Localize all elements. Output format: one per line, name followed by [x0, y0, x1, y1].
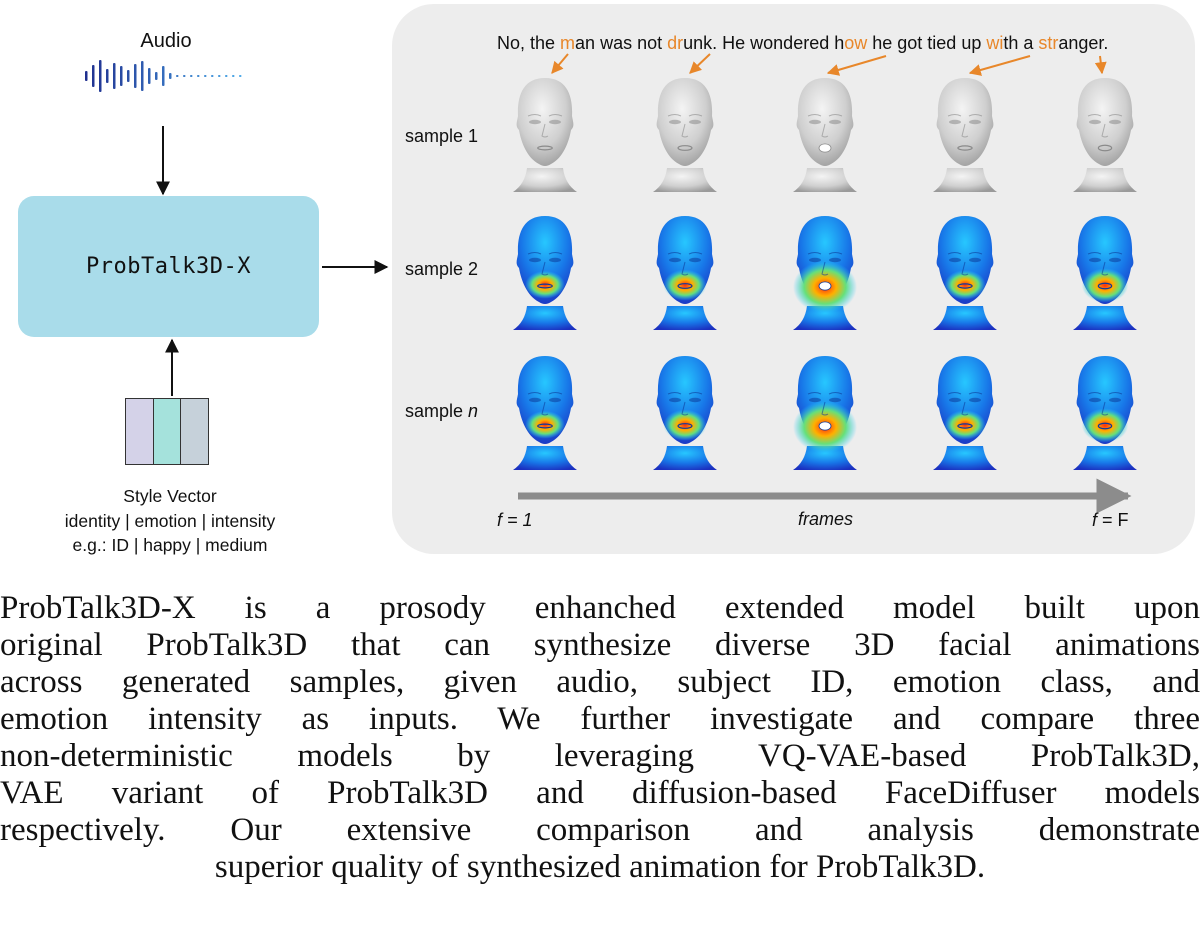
style-cell-identity — [126, 399, 154, 464]
phoneme-arrow — [1094, 55, 1107, 75]
waveform-bar — [92, 65, 95, 87]
waveform-bar — [120, 66, 123, 86]
highlighted-phoneme: str — [1038, 33, 1059, 53]
style-vector-fields: identity | emotion | intensity — [64, 510, 276, 531]
frame-end-label: f = F — [1092, 510, 1129, 531]
waveform-bar — [183, 75, 186, 77]
frames-label: frames — [798, 509, 854, 529]
caption-line: ProbTalk3D-X is a prosody enhanched exte… — [0, 590, 1200, 626]
waveform-bar — [106, 69, 109, 83]
style-cell-emotion — [153, 399, 182, 464]
neutral-face-render — [513, 78, 577, 192]
waveform-bar — [85, 71, 88, 81]
transcript-sentence: No, the man was not drunk. He wondered h… — [497, 33, 1167, 54]
style-vector-title: Style Vector — [123, 486, 217, 506]
neutral-face-render — [793, 78, 857, 192]
waveform-bar — [148, 68, 151, 84]
sentence-segment: anger. — [1058, 33, 1109, 53]
waveform-bar — [141, 61, 144, 91]
waveform-bar — [232, 75, 235, 77]
heatmap-face-render — [1073, 216, 1137, 330]
waveform-bar — [127, 70, 130, 82]
row-label-italic: n — [468, 401, 479, 421]
heatmap-face-render — [653, 356, 717, 470]
waveform-bar — [204, 75, 207, 77]
style-vector-example: e.g.: ID | happy | medium — [72, 535, 268, 555]
heatmap-face-render — [1073, 356, 1137, 470]
caption-line: respectively. Our extensive comparison a… — [0, 812, 1200, 848]
phoneme-arrow — [689, 53, 711, 74]
caption-line: emotion intensity as inputs. We further … — [0, 701, 1200, 737]
highlighted-phoneme: wi — [986, 33, 1004, 53]
style-vector-block — [125, 398, 209, 465]
waveform-bar — [99, 60, 102, 92]
highlighted-phoneme: dr — [667, 33, 684, 53]
heatmap-face-render — [793, 216, 857, 330]
heatmap-face-render — [653, 216, 717, 330]
caption-line: across generated samples, given audio, s… — [0, 664, 1200, 700]
audio-waveform-icon — [85, 60, 242, 92]
heatmap-face-render — [793, 356, 857, 470]
heatmap-face-render — [513, 216, 577, 330]
row-label-sample-n: sample n — [405, 401, 505, 422]
phoneme-arrow — [551, 53, 569, 74]
style-vector-text: Style Vector identity | emotion | intens… — [20, 484, 320, 558]
waveform-bar — [155, 72, 158, 80]
phoneme-arrow — [968, 55, 1031, 76]
model-box: ProbTalk3D-X — [18, 196, 319, 337]
frame-start-label: f = 1 — [497, 510, 533, 530]
sentence-segment: th a — [1003, 33, 1039, 53]
sentence-segment: an was not — [575, 33, 668, 53]
sentence-segment: he got tied up — [867, 33, 987, 53]
waveform-bar — [190, 75, 193, 77]
style-cell-intensity — [181, 399, 209, 464]
waveform-bar — [113, 63, 116, 89]
row-label-sample-1: sample 1 — [405, 126, 479, 146]
highlighted-phoneme: m — [560, 33, 576, 53]
waveform-bar — [134, 64, 137, 88]
audio-label: Audio — [140, 30, 192, 52]
model-name: ProbTalk3D-X — [86, 254, 251, 279]
caption-line: original ProbTalk3D that can synthesize … — [0, 627, 1200, 663]
sentence-segment: unk. He wondered h — [683, 33, 845, 53]
row-label-sample-2: sample 2 — [405, 259, 479, 279]
caption-line: VAE variant of ProbTalk3D and diffusion-… — [0, 775, 1200, 811]
frame-end-rest: = F — [1097, 510, 1129, 530]
waveform-bar — [211, 75, 214, 77]
heatmap-face-render — [513, 356, 577, 470]
waveform-bar — [176, 75, 179, 77]
waveform-bar — [162, 66, 165, 86]
frame-end-italic: f — [1092, 510, 1098, 530]
caption: ProbTalk3D-X is a prosody enhanched exte… — [0, 590, 1200, 886]
neutral-face-render — [933, 78, 997, 192]
caption-line: non-deterministic models by leveraging V… — [0, 738, 1200, 774]
flow-arrows — [156, 53, 1132, 514]
waveform-bar — [225, 75, 228, 77]
phoneme-arrows — [551, 53, 1107, 76]
neutral-face-render — [653, 78, 717, 192]
waveform-bar — [169, 73, 172, 79]
caption-last-line: superior quality of synthesized animatio… — [214, 849, 986, 885]
waveform-bar — [239, 75, 242, 77]
sentence-segment: No, the — [497, 33, 561, 53]
waveform-bar — [218, 75, 221, 77]
row-label-prefix: sample — [405, 401, 469, 421]
phoneme-arrow — [826, 55, 887, 76]
waveform-bar — [197, 75, 200, 77]
heatmap-face-render — [933, 356, 997, 470]
heatmap-face-render — [933, 216, 997, 330]
neutral-face-render — [1073, 78, 1137, 192]
highlighted-phoneme: ow — [844, 33, 868, 53]
